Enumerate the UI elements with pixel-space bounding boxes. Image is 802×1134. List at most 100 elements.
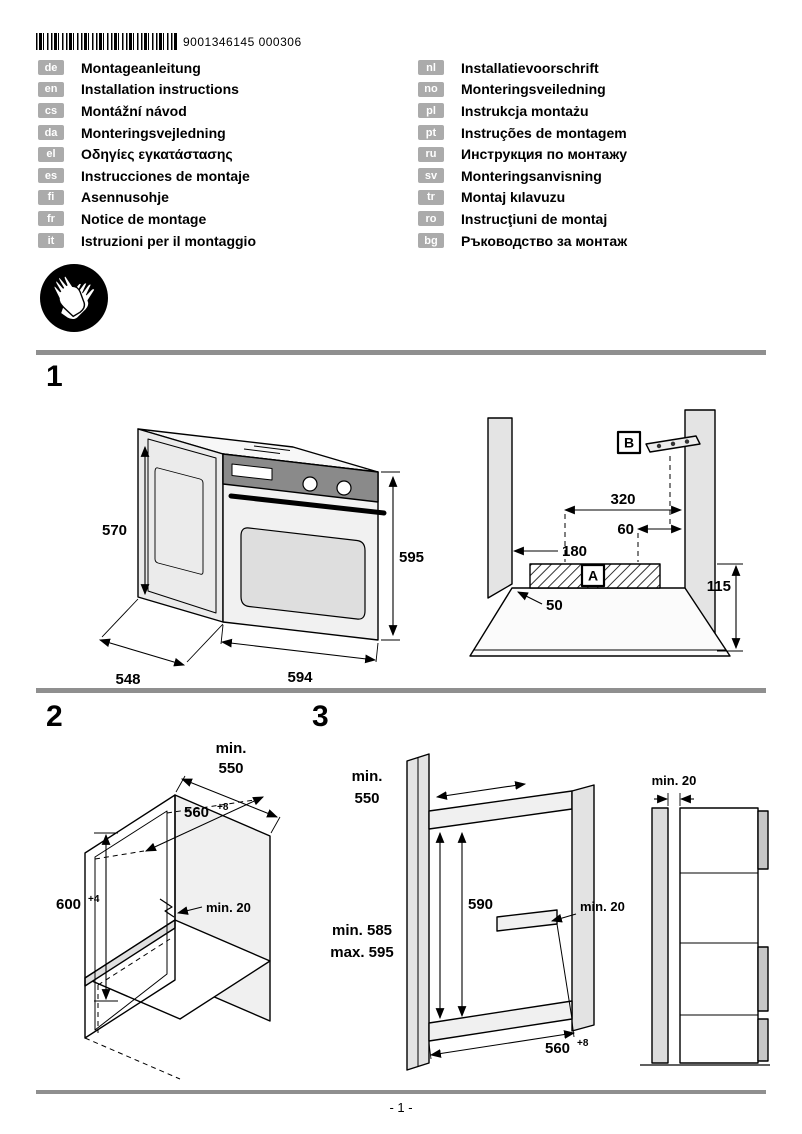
dim-oven-width: 594: [287, 669, 313, 686]
barcode: [36, 33, 178, 50]
language-title: Instrucciones de montaje: [81, 167, 250, 184]
language-title: Montageanleitung: [81, 59, 201, 76]
cabinet-back-panel: [571, 784, 595, 1032]
language-code-badge: fr: [38, 211, 64, 227]
language-title: Monteringsveiledning: [461, 81, 606, 98]
appliance-front: [757, 946, 769, 1012]
dim-niche-50: 50: [546, 597, 563, 614]
language-title: Installation instructions: [81, 81, 239, 98]
figure-3-number: 3: [312, 700, 329, 733]
language-title: Instrucţiuni de montaj: [461, 210, 608, 227]
marker-b-letter: B: [624, 435, 634, 451]
dim-oven-front-height: 595: [399, 549, 424, 566]
tall-cabinet-dimension-lines: [428, 781, 577, 1060]
language-row: de Montageanleitung: [38, 57, 256, 79]
cabinet-intermediate-shelf: [496, 909, 558, 932]
language-code-badge: fi: [38, 189, 64, 205]
dim-height-tolerance: +4: [88, 894, 100, 905]
barcode-text: 9001346145 000306: [183, 35, 302, 49]
protective-gloves-icon: [40, 264, 108, 332]
hidden-edges: [84, 938, 181, 1080]
base-cabinet-dimension-lines: [94, 775, 281, 1002]
language-title: Istruzioni per il montaggio: [81, 232, 256, 249]
dim-depth-550: 550: [218, 760, 243, 777]
language-title: Asennusohje: [81, 189, 169, 206]
language-row: sv Monteringsanvisning: [418, 165, 627, 187]
cabinet-bottom-shelf: [428, 1000, 573, 1042]
dim-niche-height-min: min. 585: [332, 922, 392, 939]
marker-a-letter: A: [588, 568, 598, 584]
language-code-badge: pt: [418, 125, 444, 141]
oven-door-handle: [228, 493, 387, 516]
fig1-oven-drawing: 595 570 548 594: [98, 428, 424, 688]
dim-width-tolerance: +8: [217, 802, 229, 813]
dim-depth-min-label: min.: [352, 768, 383, 785]
language-row: bg Ръководство за монтаж: [418, 230, 627, 252]
language-row: da Monteringsvejledning: [38, 122, 256, 144]
language-title: Instrukcja montażu: [461, 102, 589, 119]
dim-width-560: 560: [545, 1040, 570, 1057]
dim-depth-550: 550: [354, 790, 379, 807]
dim-niche-height-max: max. 595: [330, 944, 393, 961]
base-cabinet-structure: [84, 794, 271, 1080]
marker-b-box: [616, 430, 642, 455]
oven-knob: [336, 480, 352, 496]
language-code-badge: sv: [418, 168, 444, 184]
language-row: it Istruzioni per il montaggio: [38, 230, 256, 252]
language-code-badge: de: [38, 60, 64, 76]
language-row: en Installation instructions: [38, 79, 256, 101]
section-divider: [36, 1090, 766, 1094]
page-number: - 1 -: [389, 1100, 413, 1115]
language-row: el Οδηγίες εγκατάστασης: [38, 143, 256, 165]
oven-dimension-lines: [98, 445, 400, 667]
language-code-badge: bg: [418, 233, 444, 249]
language-title: Monteringsvejledning: [81, 124, 226, 141]
section-divider: [36, 688, 766, 693]
dim-niche-320: 320: [610, 491, 635, 508]
dim-side-gap: min. 20: [652, 773, 697, 788]
dim-width-560: 560: [184, 804, 209, 821]
language-list-left: de Montageanleitung en Installation instru…: [38, 57, 256, 251]
language-title: Monteringsanvisning: [461, 167, 602, 184]
oven-knob: [302, 476, 318, 492]
language-code-badge: da: [38, 125, 64, 141]
language-title: Installatievoorschrift: [461, 59, 599, 76]
language-code-badge: no: [418, 81, 444, 97]
section-divider: [36, 350, 766, 355]
language-row: no Monteringsveiledning: [418, 79, 627, 101]
dim-oven-depth: 548: [115, 671, 140, 688]
oven-display: [231, 463, 273, 481]
language-title: Instruções de montagem: [461, 124, 627, 141]
dim-depth-min-label: min.: [216, 740, 247, 757]
figure-1-number: 1: [46, 360, 63, 393]
niche-left-wall: [487, 417, 513, 599]
language-row: fi Asennusohje: [38, 187, 256, 209]
dim-inner-height-590: 590: [468, 896, 493, 913]
language-title: Инструкция по монтажу: [461, 146, 628, 163]
dim-rear-gap: min. 20: [206, 900, 251, 915]
language-code-badge: ro: [418, 211, 444, 227]
side-view-dimension-lines: [654, 793, 694, 806]
language-code-badge: en: [38, 81, 64, 97]
language-code-badge: it: [38, 233, 64, 249]
appliance-front: [757, 810, 769, 870]
language-row: fr Notice de montage: [38, 208, 256, 230]
language-title: Notice de montage: [81, 210, 207, 227]
niche-dimension-lines: [512, 456, 743, 652]
dim-rear-gap: min. 20: [580, 899, 625, 914]
marker-a-box: [580, 563, 606, 588]
language-title: Οδηγίες εγκατάστασης: [81, 146, 233, 163]
language-title: Ръководство за монтаж: [461, 232, 628, 249]
language-code-badge: cs: [38, 103, 64, 119]
cabinet-side-view: [679, 807, 759, 1064]
wall: [651, 807, 669, 1064]
cabinet-front-opening: [84, 794, 176, 1039]
dim-oven-side-height: 570: [102, 522, 127, 539]
fig1-niche-drawing: 320 60 180 115 50 A B: [469, 409, 743, 657]
language-code-badge: el: [38, 146, 64, 162]
fig3-tall-cabinet-drawing: min. 550 min. 585 max. 595 590 min. 20 5…: [330, 753, 770, 1071]
figure-2-number: 2: [46, 700, 63, 733]
